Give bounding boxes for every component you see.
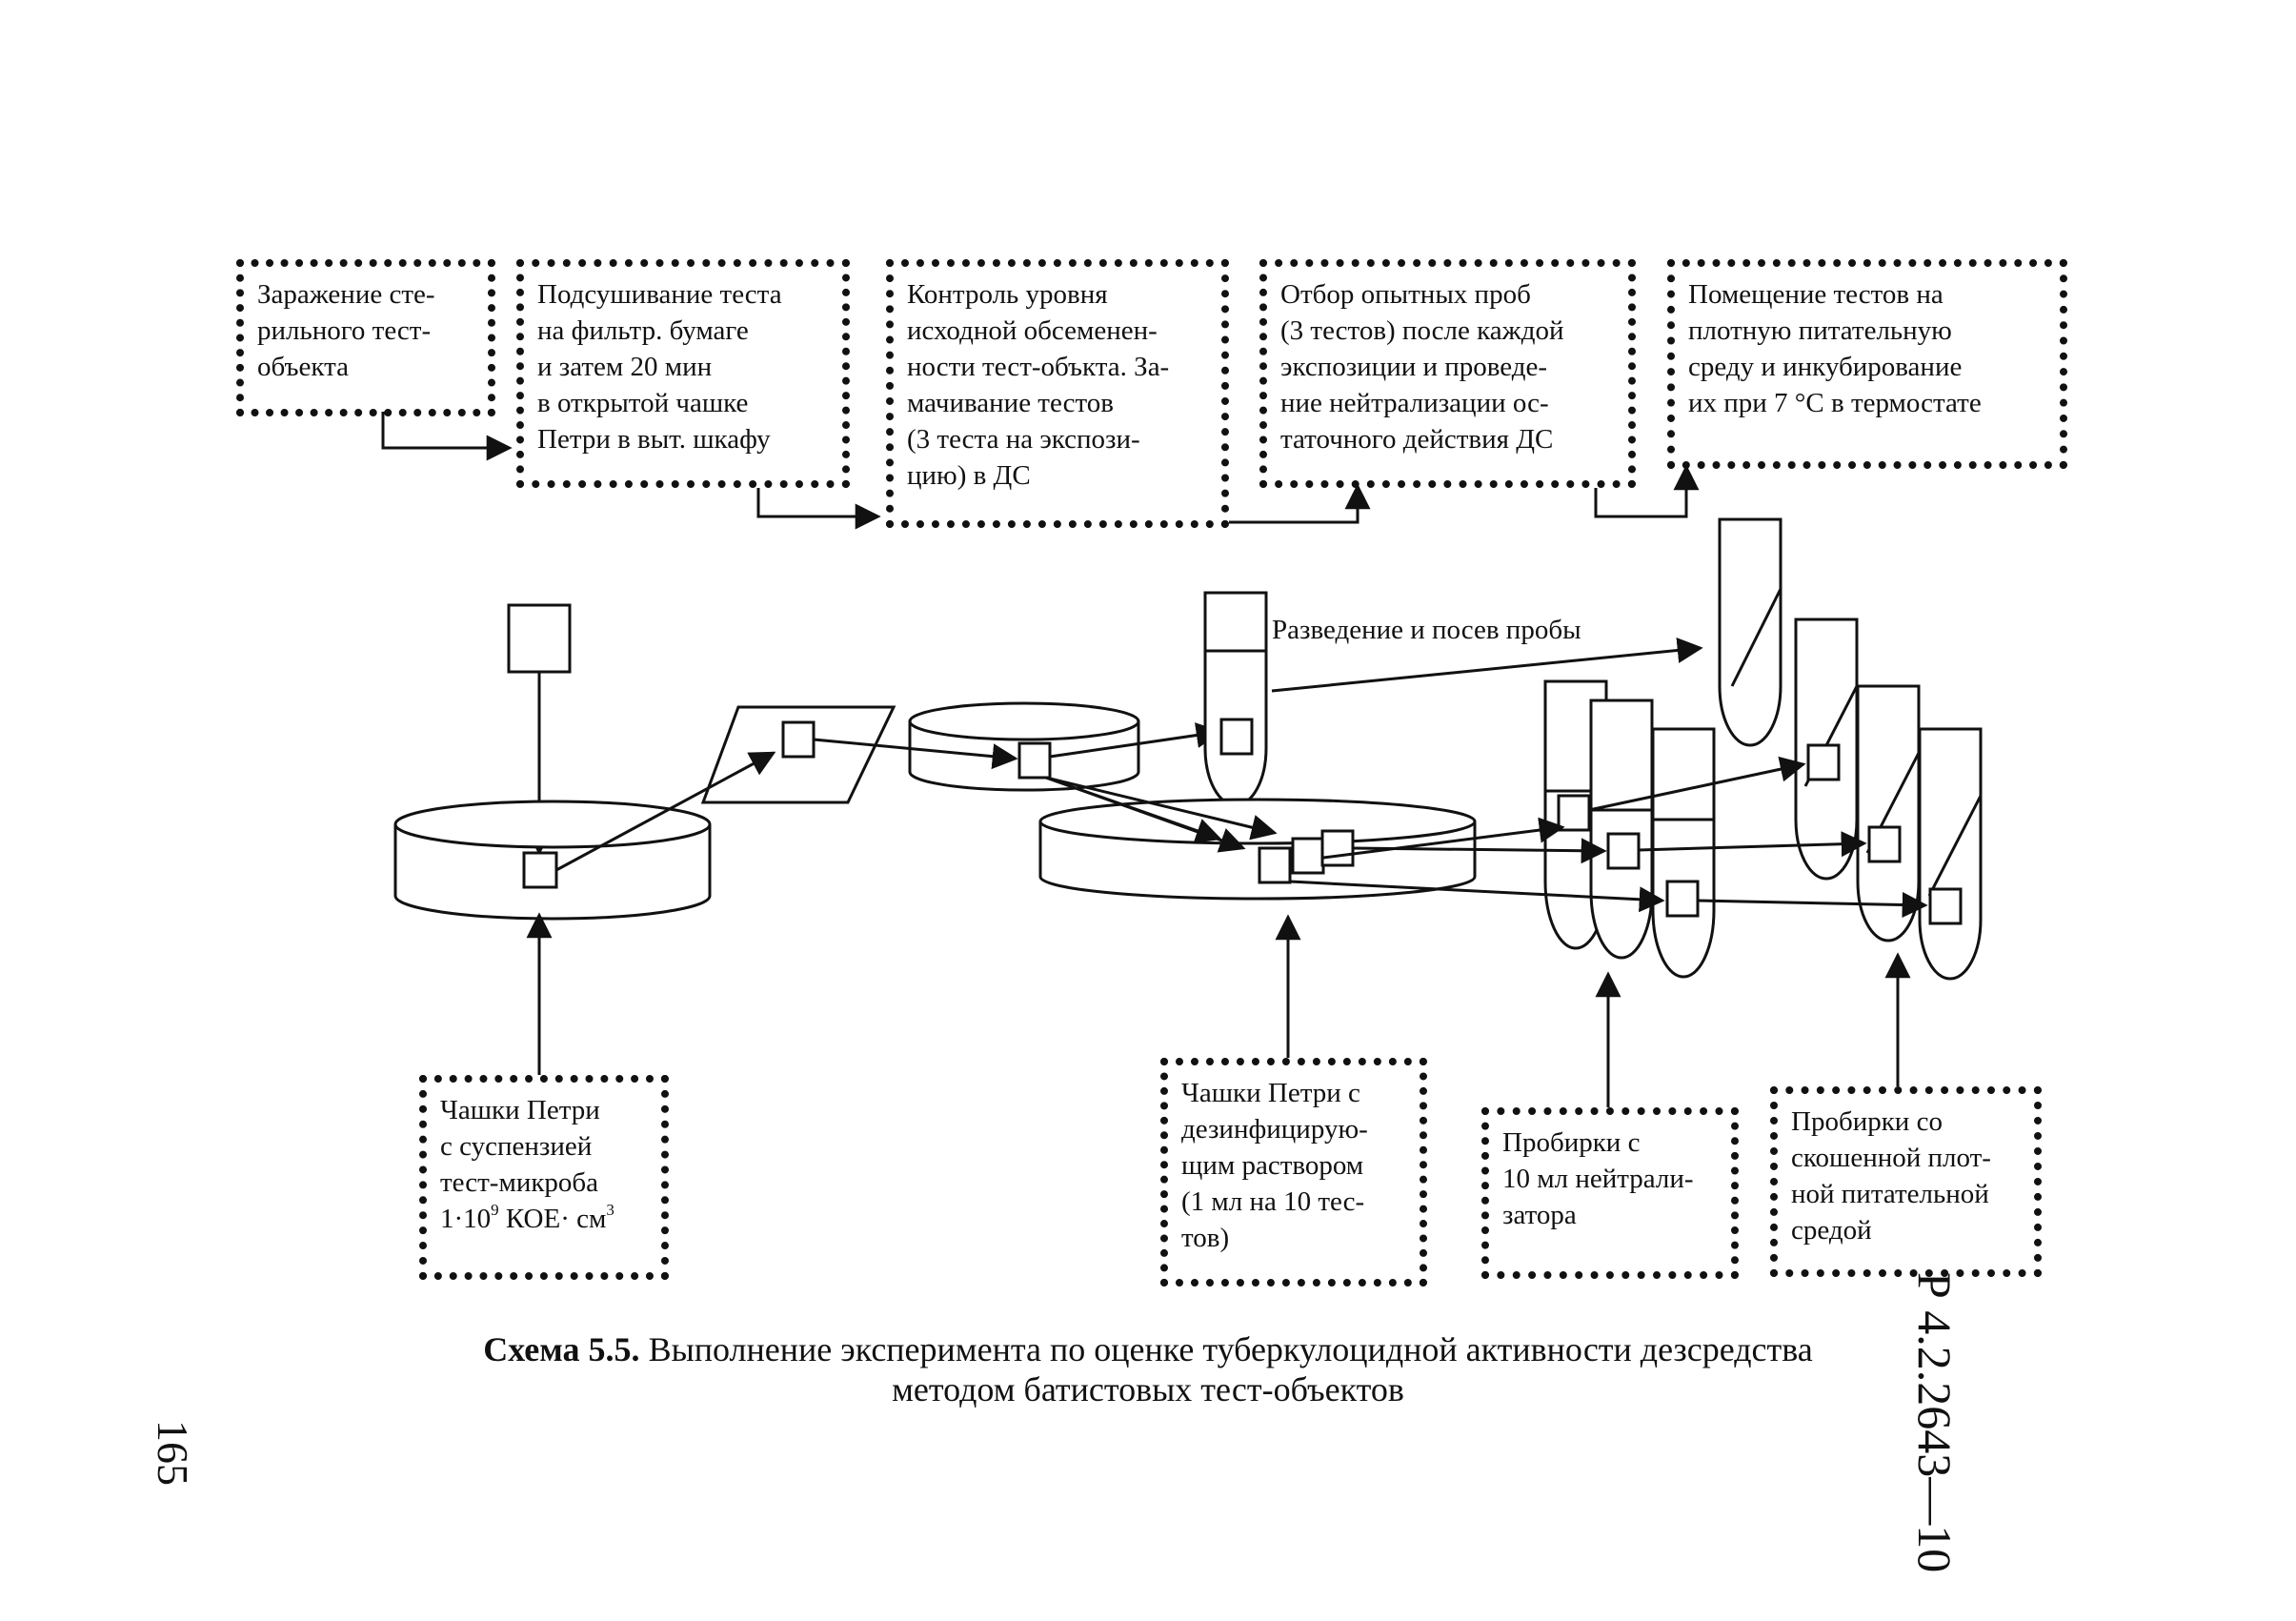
step-text-line: Подсушивание теста [537, 279, 782, 310]
material-text-line: средой [1791, 1215, 1872, 1246]
step-text-line: Контроль уровня [907, 279, 1108, 310]
material-text-line: 10 мл нейтрали- [1502, 1164, 1694, 1194]
step-text-line: и затем 20 мин [537, 352, 713, 382]
test-object-dish-3 [1258, 846, 1292, 884]
material-box-suspension-dishes: Чашки Петри с суспензией тест-микроба 1·… [419, 1075, 669, 1280]
test-object-dish-2 [1017, 741, 1052, 780]
material-text-line: Пробирки с [1502, 1127, 1641, 1158]
arrow-filter-to-dish2 [813, 738, 1018, 770]
step-text-line: ности тест-объкта. За- [907, 352, 1170, 382]
material-text-line: Чашки Петри с [1181, 1078, 1360, 1108]
step-text-line: Заражение сте- [257, 279, 435, 310]
material-text-line: ной питательной [1791, 1179, 1989, 1209]
material-text-line: с суспензией [440, 1131, 593, 1162]
material-box-disinfectant-dishes: Чашки Петри с дезинфицирую- щим растворо… [1160, 1058, 1427, 1287]
arrow-dish3-to-neutralizer [1352, 838, 1607, 864]
page-number: 165 [149, 1420, 197, 1486]
material-text-line: тест-микроба [440, 1167, 599, 1198]
material-text-line: дезинфицирую- [1181, 1114, 1368, 1145]
step-text-line: исходной обсеменен- [907, 315, 1158, 346]
arrow-dish2-to-dish3 [1045, 776, 1222, 843]
dilution-label: Разведение и посев пробы [1272, 615, 1581, 645]
arrow-dish1-to-filter [555, 751, 776, 872]
step-text-line: цию) в ДС [907, 460, 1031, 491]
test-object-neutralizer [1557, 794, 1591, 832]
concentration-unit-exponent: 3 [606, 1201, 614, 1219]
caption-line-1: Схема 5.5. Выполнение эксперимента по оц… [343, 1329, 1953, 1369]
caption-label: Схема 5.5. [483, 1330, 640, 1368]
material-box-slant-medium-tubes: Пробирки со скошенной плот- ной питатель… [1770, 1086, 2042, 1277]
step-box-drying: Подсушивание теста на фильтр. бумаге и з… [516, 259, 850, 488]
step-text-line: плотную питательную [1688, 315, 1952, 346]
connector-arrow [756, 488, 881, 530]
step-text-line: мачивание тестов [907, 388, 1114, 418]
figure-caption: Схема 5.5. Выполнение эксперимента по оц… [343, 1329, 1953, 1409]
test-object-neutralizer [1665, 880, 1700, 918]
concentration-mantissa: 1·10 [440, 1204, 492, 1234]
step-text-line: Помещение тестов на [1688, 279, 1944, 310]
slant-tube-3 [1856, 684, 1921, 942]
step-box-incubation: Помещение тестов на плотную питательную … [1667, 259, 2067, 469]
arrow-neutralizer-to-slant [1638, 831, 1867, 858]
material-text-line: тов) [1181, 1223, 1230, 1253]
test-object-tube [1219, 718, 1254, 756]
connector-arrow [1594, 464, 1700, 518]
concentration-text: 1·109 КОЕ· см3 [440, 1201, 648, 1237]
material-text-line: Чашки Петри [440, 1095, 600, 1125]
step-text-line: Петри в выт. шкафу [537, 424, 771, 455]
step-text-line: Отбор опытных проб [1280, 279, 1531, 310]
test-object-source [507, 603, 572, 674]
arrow-dish2-to-tube [1049, 722, 1222, 759]
sampling-tube [1203, 591, 1268, 807]
step-text-line: рильного тест- [257, 315, 432, 346]
neutralizer-tube-3 [1651, 727, 1716, 979]
caption-line-2: методом батистовых тест-объектов [892, 1370, 1404, 1408]
step-text-line: в открытой чашке [537, 388, 749, 418]
petri-dish-1 [393, 800, 712, 921]
test-object-slant [1806, 743, 1841, 781]
test-object-slant [1928, 887, 1963, 925]
step-text-line: экспозиции и проведе- [1280, 352, 1548, 382]
test-object-dish-1 [522, 851, 558, 889]
step-text-line: среду и инкубирование [1688, 352, 1963, 382]
step-text-line: на фильтр. бумаге [537, 315, 749, 346]
test-object-dish-3 [1291, 837, 1325, 875]
material-text-line: Пробирки со [1791, 1106, 1943, 1137]
step-box-control-soaking: Контроль уровня исходной обсеменен- ност… [886, 259, 1229, 528]
document-code: Р 4.2.2643—10 [1908, 1272, 1962, 1573]
concentration-unit: КОЕ· см [498, 1204, 607, 1234]
step-text-line: (3 тестов) после каждой [1280, 315, 1564, 346]
test-object-filter [781, 720, 816, 759]
connector-arrow [381, 412, 513, 461]
step-text-line: таточного действия ДС [1280, 424, 1554, 455]
arrow-neutralizer-to-slant [1588, 756, 1806, 812]
arrow-tube-to-slant [1271, 637, 1703, 693]
concentration-exponent: 9 [491, 1201, 499, 1219]
test-object-neutralizer [1606, 832, 1641, 870]
step-box-contamination: Заражение сте- рильного тест- объекта [236, 259, 495, 416]
material-text-line: затора [1502, 1200, 1577, 1230]
material-text-line: щим раствором [1181, 1150, 1364, 1181]
slant-tube-1 [1718, 517, 1782, 747]
material-text-line: скошенной плот- [1791, 1143, 1991, 1173]
material-text-line: (1 мл на 10 тес- [1181, 1186, 1365, 1217]
neutralizer-tube-2 [1589, 699, 1654, 960]
step-text-line: их при 7 °С в термостате [1688, 388, 1982, 418]
test-object-slant [1867, 825, 1902, 863]
arrow-dish3-to-neutralizer [1322, 817, 1565, 860]
petri-dish-2 [908, 701, 1140, 792]
connector-arrow [1229, 483, 1371, 524]
material-box-neutralizer-tubes: Пробирки с 10 мл нейтрали- затора [1481, 1107, 1739, 1279]
step-text-line: (3 теста на экспози- [907, 424, 1140, 455]
arrow-dish3-to-neutralizer [1289, 880, 1665, 913]
caption-text-1: Выполнение эксперимента по оценке туберк… [639, 1330, 1813, 1368]
arrow-dish2-to-dish3 [1045, 776, 1278, 841]
test-object-dish-3 [1320, 829, 1355, 867]
step-text-line: ние нейтрализации ос- [1280, 388, 1549, 418]
step-box-sampling: Отбор опытных проб (3 тестов) после кажд… [1259, 259, 1636, 488]
slant-tube-4 [1918, 727, 1983, 981]
step-text-line: объекта [257, 352, 350, 382]
arrow-neutralizer-to-slant [1697, 891, 1928, 918]
